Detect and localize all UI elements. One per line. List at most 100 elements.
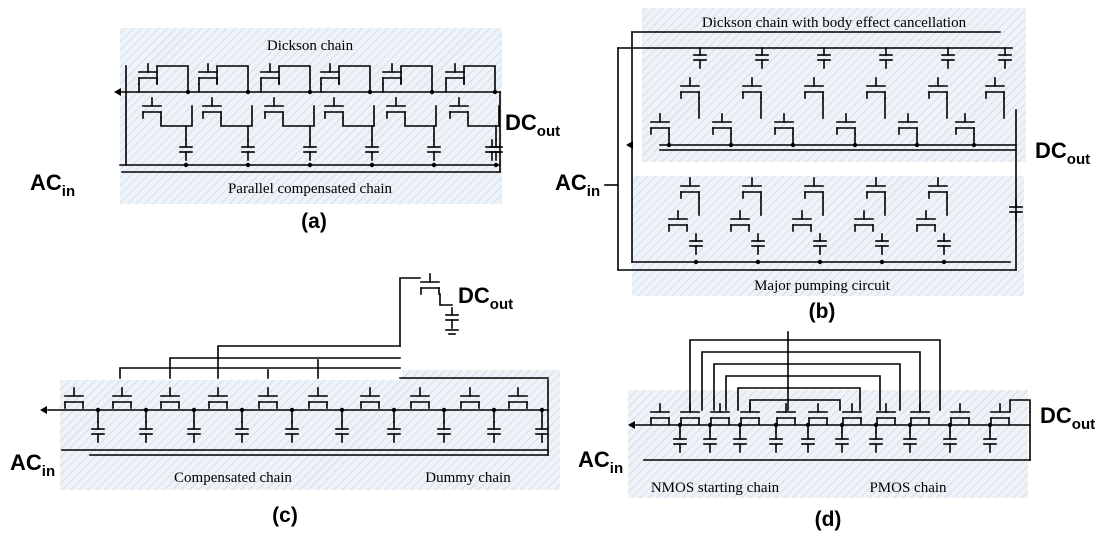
- panel-c-caption: (c): [272, 504, 298, 527]
- junction-dot: [431, 162, 437, 168]
- junction-dot: [907, 422, 913, 428]
- wire: [725, 375, 789, 411]
- junction-dot: [947, 422, 953, 428]
- arrow-head: [40, 406, 47, 414]
- wire: [701, 351, 789, 411]
- panel-b-circuit: [604, 31, 1023, 271]
- junction-dot: [491, 407, 497, 413]
- panel-d-output-label: DCout: [1040, 403, 1095, 433]
- wire: [216, 65, 249, 93]
- panel-d-right-label: PMOS chain: [869, 480, 947, 496]
- wire: [787, 387, 861, 411]
- panel-a-caption: (a): [301, 210, 327, 233]
- panel-a-output-label: DCout: [505, 110, 560, 140]
- panel-b-caption: (b): [809, 300, 836, 323]
- panel-a-background: [120, 28, 502, 204]
- wire: [787, 399, 841, 411]
- junction-dot: [879, 259, 885, 265]
- panel-d-left-label: NMOS starting chain: [651, 480, 780, 496]
- panel-a-top-label: Dickson chain: [267, 38, 354, 54]
- junction-dot: [873, 422, 879, 428]
- wire: [737, 387, 789, 411]
- panel-b-top-label: Dickson chain with body effect cancellat…: [702, 15, 967, 31]
- wire: [400, 65, 433, 93]
- wire: [169, 357, 401, 379]
- junction-dot: [391, 407, 397, 413]
- wire: [439, 293, 453, 306]
- wire: [713, 363, 789, 411]
- junction-dot: [805, 422, 811, 428]
- arrow-head: [114, 88, 121, 96]
- panel-b-top-background: [642, 8, 1026, 162]
- junction-dot: [737, 422, 743, 428]
- junction-dot: [539, 407, 545, 413]
- panel-b: Dickson chain with body effect cancellat…: [555, 8, 1090, 323]
- panel-d-input-label: ACin: [578, 447, 623, 477]
- junction-dot: [191, 407, 197, 413]
- panel-d-circuit: [628, 331, 1031, 461]
- panel-c-circuit: [40, 273, 549, 456]
- junction-dot: [790, 142, 796, 148]
- panel-c-left-label: Compensated chain: [174, 470, 292, 486]
- panel-c-right-label: Dummy chain: [425, 470, 511, 486]
- junction-dot: [95, 407, 101, 413]
- panel-a-input-label: ACin: [30, 170, 75, 200]
- panel-a-bottom-label: Parallel compensated chain: [228, 181, 393, 197]
- junction-dot: [185, 89, 191, 95]
- panel-d-caption: (d): [815, 508, 842, 531]
- wire: [217, 345, 401, 379]
- junction-dot: [245, 162, 251, 168]
- junction-dot: [339, 407, 345, 413]
- wire: [399, 277, 421, 347]
- wire: [282, 105, 315, 127]
- junction-dot: [839, 422, 845, 428]
- junction-dot: [239, 407, 245, 413]
- wire: [689, 339, 789, 411]
- wire: [160, 105, 193, 127]
- junction-dot: [492, 89, 498, 95]
- wire: [749, 399, 789, 411]
- wire: [119, 367, 401, 379]
- junction-dot: [677, 422, 683, 428]
- panel-c: Compensated chain Dummy chain ACin DCout…: [10, 273, 560, 527]
- junction-dot: [941, 259, 947, 265]
- wire: [787, 339, 941, 411]
- junction-dot: [307, 162, 313, 168]
- wire: [156, 65, 189, 93]
- junction-dot: [987, 422, 993, 428]
- junction-dot: [367, 89, 373, 95]
- arrow-head: [626, 141, 633, 149]
- junction-dot: [971, 142, 977, 148]
- wire: [467, 105, 500, 127]
- wire: [1009, 399, 1031, 413]
- panel-b-input-label: ACin: [555, 170, 600, 200]
- junction-dot: [183, 162, 189, 168]
- wire: [787, 375, 881, 411]
- junction-dot: [693, 259, 699, 265]
- junction-dot: [289, 407, 295, 413]
- wire: [463, 65, 496, 93]
- panel-a-circuit: [114, 63, 503, 173]
- panel-c-input-label: ACin: [10, 450, 55, 480]
- wire: [338, 65, 371, 93]
- panel-b-bottom-background: [632, 176, 1024, 296]
- junction-dot: [307, 89, 313, 95]
- panel-b-output-label: DCout: [1035, 138, 1090, 168]
- junction-dot: [441, 407, 447, 413]
- panel-c-left-background: [60, 380, 402, 490]
- wire: [342, 105, 375, 127]
- junction-dot: [143, 407, 149, 413]
- junction-dot: [755, 259, 761, 265]
- junction-dot: [707, 422, 713, 428]
- wire: [220, 105, 253, 127]
- panel-c-output-label: DCout: [458, 283, 513, 313]
- arrow-head: [628, 421, 635, 429]
- junction-dot: [429, 89, 435, 95]
- junction-dot: [914, 142, 920, 148]
- panel-d: NMOS starting chain PMOS chain ACin DCou…: [578, 331, 1095, 531]
- junction-dot: [728, 142, 734, 148]
- panel-c-right-background: [402, 370, 560, 490]
- panel-a: Dickson chain Parallel compensated chain…: [30, 28, 560, 233]
- junction-dot: [817, 259, 823, 265]
